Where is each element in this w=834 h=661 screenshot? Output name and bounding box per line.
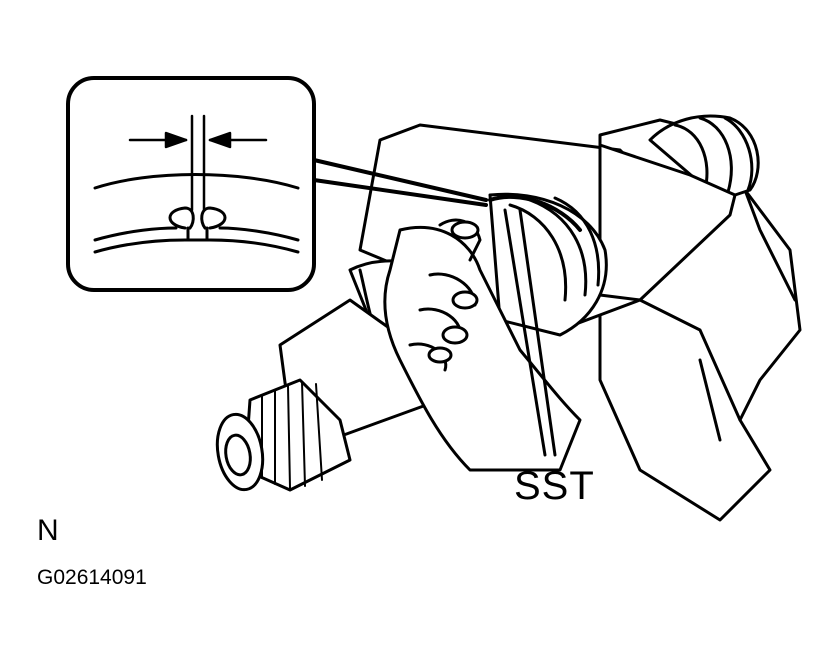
sst-label: SST <box>514 464 595 508</box>
clearance-measurement <box>128 114 268 212</box>
view-letter-label: N <box>37 514 59 547</box>
boot-clamp-band <box>488 194 582 232</box>
outer-joint-bellows <box>648 114 760 202</box>
crimped-band-detail <box>93 173 300 254</box>
figure-code: G02614091 <box>37 566 147 589</box>
gloved-hand <box>383 218 582 472</box>
sst-leader-lines <box>503 208 557 457</box>
